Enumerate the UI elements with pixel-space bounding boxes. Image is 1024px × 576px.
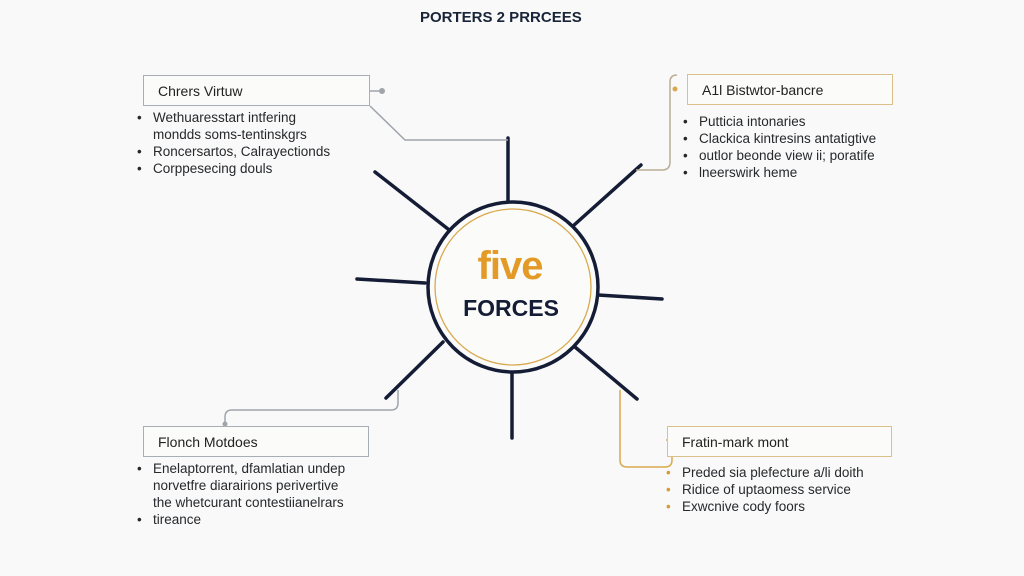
list-item: Preded sia plefecture a/li doith — [663, 464, 864, 481]
box-bottom-left[interactable]: Flonch Motdoes — [143, 426, 369, 457]
list-item: mondds soms-tentinskgrs — [153, 127, 307, 142]
connector-bottom-right — [619, 390, 673, 468]
arrow-dot-bottom-left — [222, 421, 228, 427]
list-top-right: Putticia intonaries Clackica kintresins … — [680, 113, 876, 181]
list-top-left: Wethuaresstart intfering mondds soms-ten… — [134, 109, 330, 177]
list-bottom-left: Enelaptorrent, dfamlatian undep norvetfr… — [134, 460, 345, 528]
list-item: Putticia intonaries — [680, 113, 876, 130]
list-item: outlor beonde view ii; poratife — [680, 147, 876, 164]
spoke-lower-left — [384, 340, 445, 400]
list-item: Wethuaresstart intfering — [134, 109, 330, 126]
list-item: Exwcnive cody foors — [663, 498, 864, 515]
connector-top-left — [369, 105, 508, 141]
arrow-dot-top-left — [379, 88, 385, 94]
list-item: tireance — [134, 511, 345, 528]
center-five: five — [477, 244, 544, 288]
list-item: the whetcurant contestiianelrars — [153, 495, 344, 510]
list-item: Enelaptorrent, dfamlatian undep — [134, 460, 345, 477]
spoke-right — [596, 293, 664, 301]
spoke-lower-right — [573, 345, 639, 401]
connector-top-right — [636, 74, 678, 171]
box-top-left[interactable]: Chrers Virtuw — [143, 75, 370, 106]
list-item: Roncersartos, Calrayectionds — [134, 143, 330, 160]
spoke-upper-right — [571, 163, 643, 228]
box-bottom-right[interactable]: Fratin-mark mont — [667, 426, 892, 457]
connector-bottom-left — [224, 390, 399, 425]
list-item: Ridice of uptaomess service — [663, 481, 864, 498]
list-bottom-right: Preded sia plefecture a/li doith Ridice … — [663, 464, 864, 515]
force-spokes — [355, 136, 664, 440]
list-item: Clackica kintresins antatigtive — [680, 130, 876, 147]
title-text: PORTERS 2 PRRCEES — [420, 9, 582, 26]
center-inner-ring — [434, 208, 592, 366]
list-item: Corppesecing douls — [134, 160, 330, 177]
spoke-upper-left — [373, 170, 450, 231]
list-item: lneerswirk heme — [680, 164, 876, 181]
list-item: norvetfre diarairions perivertive — [153, 478, 339, 493]
arrow-dot-top-right — [672, 86, 678, 92]
center-forces: FORCES — [463, 295, 559, 321]
center-circle — [426, 200, 600, 374]
box-top-right[interactable]: A1l Bistwtor-bancre — [687, 74, 893, 105]
spoke-left — [355, 277, 427, 285]
